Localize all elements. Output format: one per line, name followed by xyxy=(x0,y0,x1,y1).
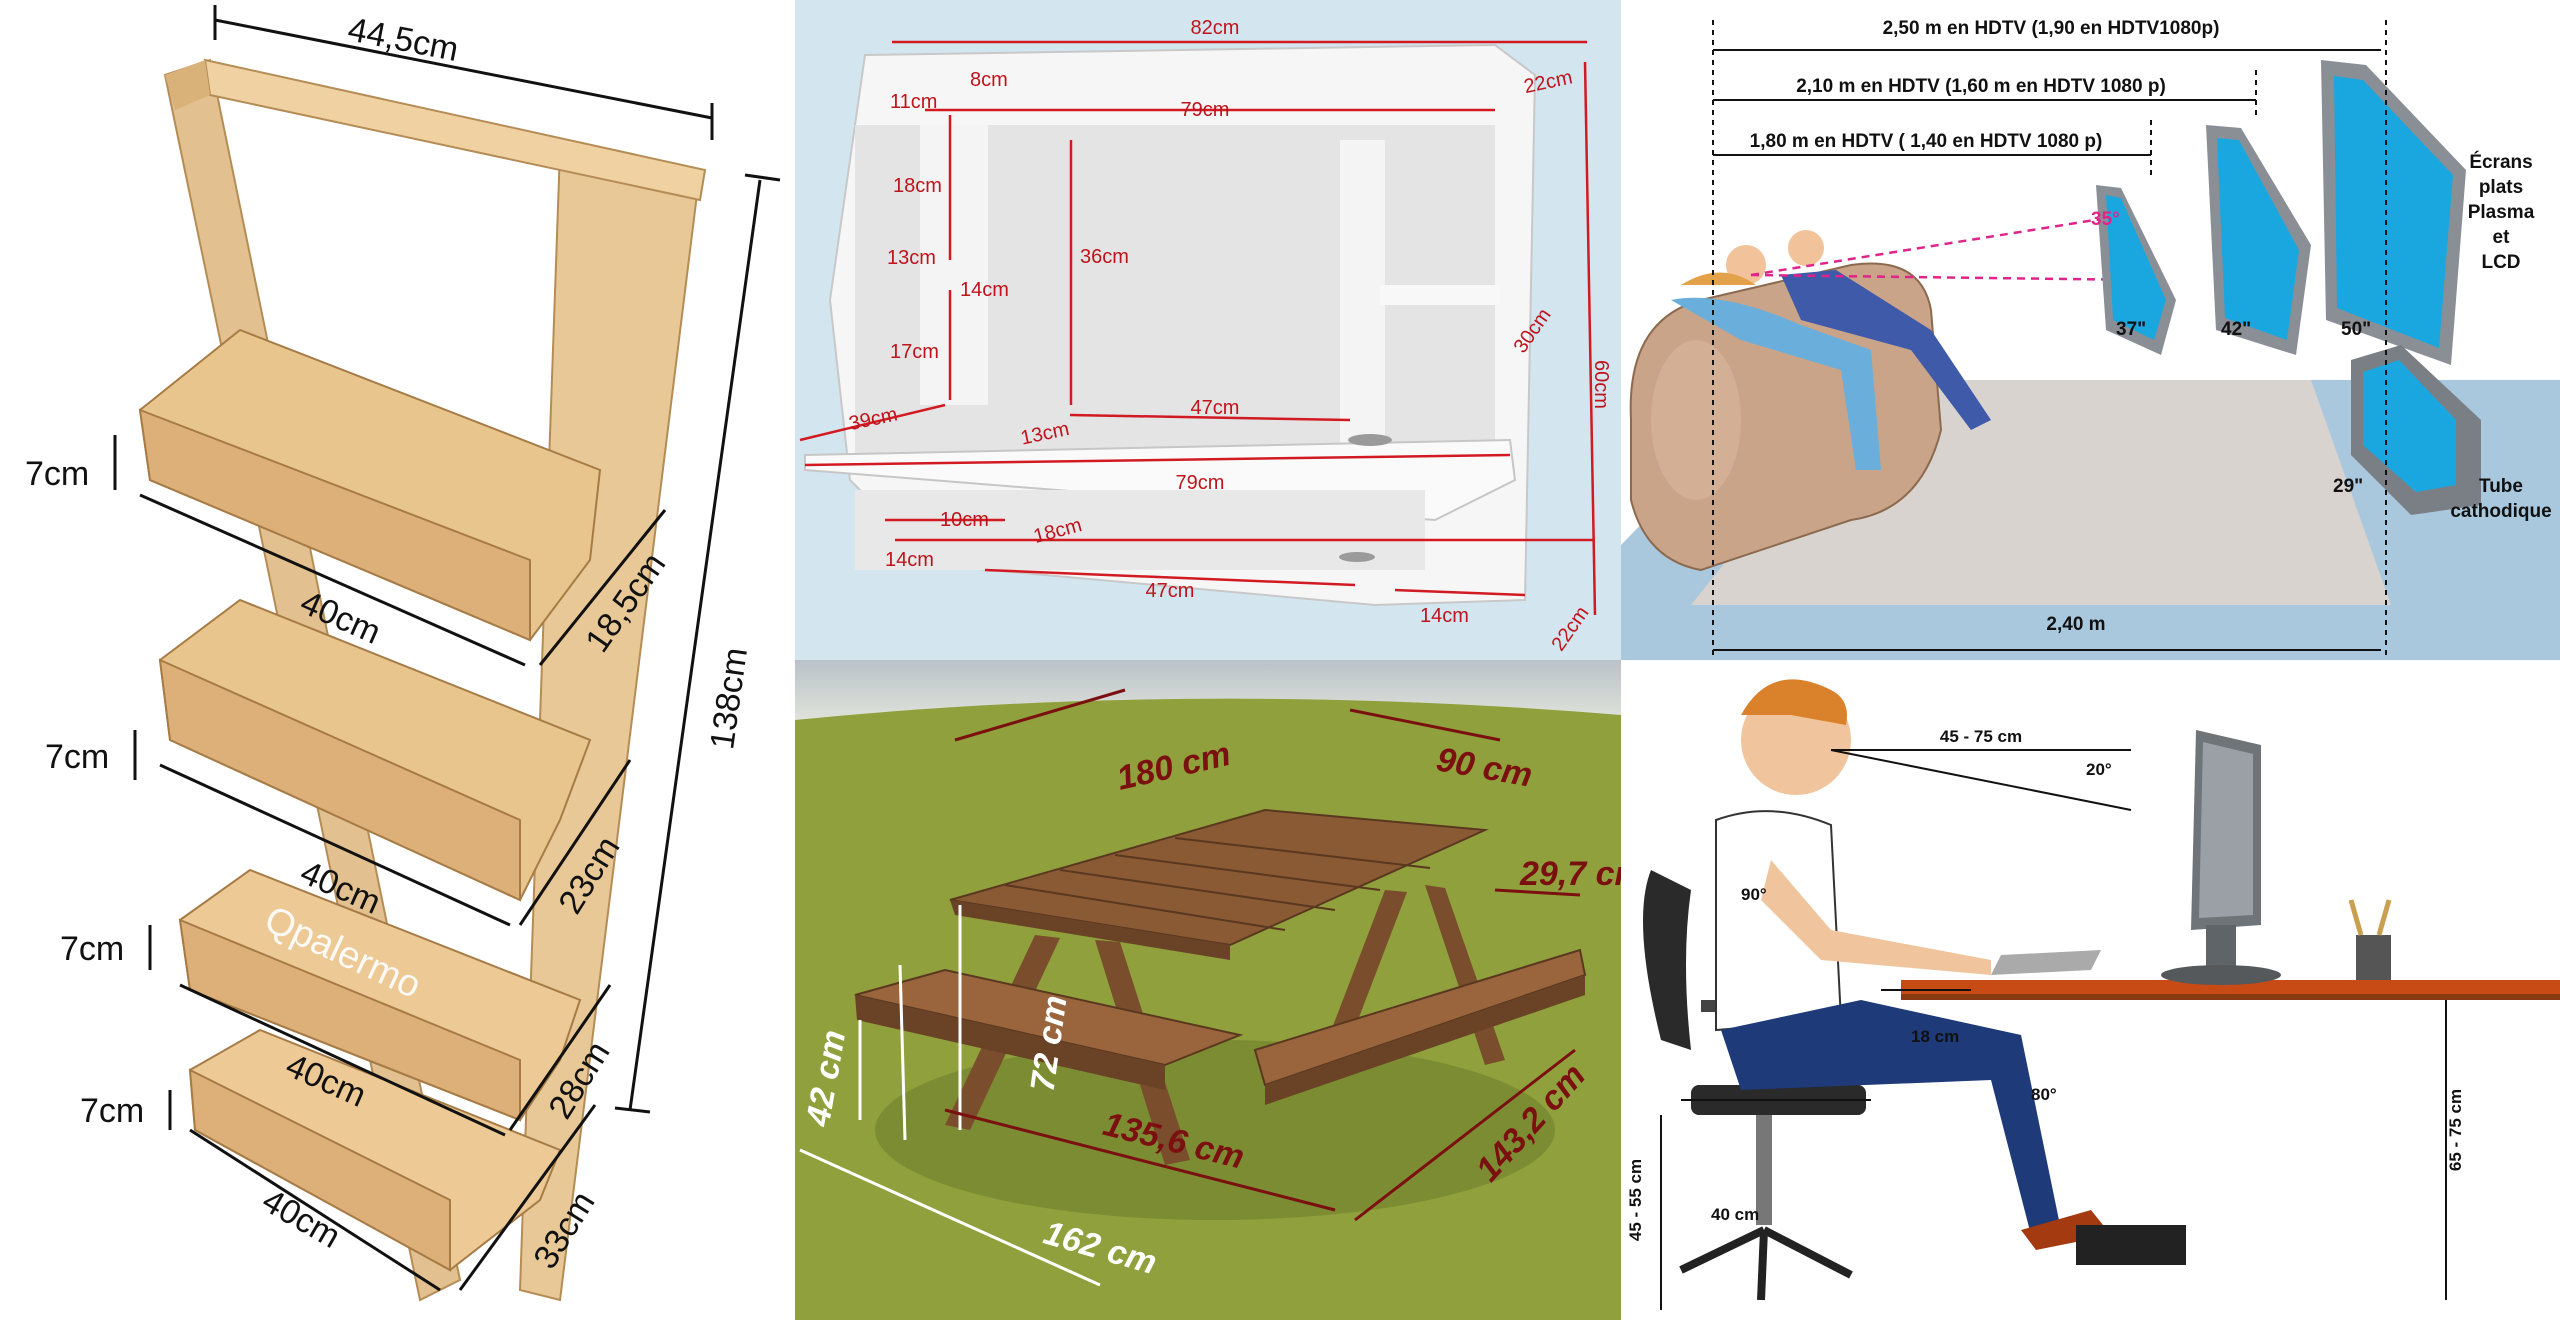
desk-total-width: 82cm xyxy=(1191,17,1240,39)
ergonomic-posture-drawing: 45 - 75 cm 20° 90° 80° 18 cm 45 - 55 cm … xyxy=(1626,679,2560,1310)
thigh-clearance: 18 cm xyxy=(1911,1027,1959,1046)
desk-small-shelf: 13cm xyxy=(887,247,936,269)
svg-text:Écrans: Écrans xyxy=(2469,151,2532,173)
svg-text:LCD: LCD xyxy=(2481,252,2520,273)
viewing-angle: 35° xyxy=(2091,209,2120,230)
elbow-angle: 90° xyxy=(1741,885,1767,904)
wall-desk-drawing: 82cm 22cm 8cm 11cm 79cm 18cm 13cm 14cm 3… xyxy=(795,0,1621,660)
desk-total-height: 60cm xyxy=(1590,360,1612,409)
desk-center-h: 36cm xyxy=(1080,246,1129,268)
ladder-shelf-panel: 44,5cm 138cm 7cm 7cm 7cm 7cm 40cm 40cm 4… xyxy=(0,0,795,1320)
tier-height-label-2: 7cm xyxy=(45,738,109,776)
picnic-table-drawing: 180 cm 90 cm 29,7 cm 42 cm 72 cm 135,6 c… xyxy=(795,660,1621,1320)
size-37: 37" xyxy=(2116,319,2146,340)
desk-desk-w: 79cm xyxy=(1176,472,1225,494)
tier-height-label-3: 7cm xyxy=(60,930,124,968)
crate-2 xyxy=(158,598,592,902)
tv-distance-panel: 2,50 m en HDTV (1,90 en HDTV1080p) 2,10 … xyxy=(1621,0,2560,660)
crate-4 xyxy=(188,1028,562,1272)
crt-label: Tube cathodique xyxy=(2450,476,2551,522)
svg-text:et: et xyxy=(2493,227,2511,248)
tv-42 xyxy=(2206,125,2311,355)
size-50: 50" xyxy=(2341,319,2371,340)
desk-under-left: 14cm xyxy=(885,549,934,571)
desk-under-h: 10cm xyxy=(940,509,989,531)
desk-shelf-h2: 17cm xyxy=(890,341,939,363)
desk-center-w: 47cm xyxy=(1191,397,1240,419)
tv-distance-drawing: 2,50 m en HDTV (1,90 en HDTV1080p) 2,10 … xyxy=(1621,18,2560,660)
seated-person xyxy=(1715,679,2186,1265)
ladder-shelf-drawing: 44,5cm 138cm 7cm 7cm 7cm 7cm 40cm 40cm 4… xyxy=(25,5,781,1302)
room-width: 2,40 m xyxy=(2046,614,2105,635)
svg-text:cathodique: cathodique xyxy=(2450,501,2551,522)
desk-inner-width: 79cm xyxy=(1181,99,1230,121)
distance-37: 1,80 m en HDTV ( 1,40 en HDTV 1080 p) xyxy=(1750,131,2103,152)
desk-top-gap: 8cm xyxy=(970,69,1008,91)
viewing-distance: 45 - 75 cm xyxy=(1940,727,2022,746)
svg-text:plats: plats xyxy=(2479,177,2523,198)
distance-42: 2,10 m en HDTV (1,60 m en HDTV 1080 p) xyxy=(1796,76,2166,97)
crate-1 xyxy=(138,328,602,642)
monitor xyxy=(2161,730,2281,985)
desk-small-shelf-w: 14cm xyxy=(960,279,1009,301)
desk-under-center: 47cm xyxy=(1146,580,1195,602)
svg-text:Plasma: Plasma xyxy=(2468,202,2535,223)
shelf-height-label: 138cm xyxy=(703,645,755,751)
ergonomic-posture-panel: 45 - 75 cm 20° 90° 80° 18 cm 45 - 55 cm … xyxy=(1621,660,2560,1320)
viewing-angle: 20° xyxy=(2086,760,2112,779)
desk-left-top: 11cm xyxy=(890,91,937,113)
tier-height-label-1: 7cm xyxy=(25,455,89,493)
distance-50: 2,50 m en HDTV (1,90 en HDTV1080p) xyxy=(1883,18,2220,39)
sofa xyxy=(1629,262,1943,572)
bench-gap: 29,7 cm xyxy=(1519,855,1621,893)
svg-text:Tube: Tube xyxy=(2479,476,2523,497)
tier-height-label-4: 7cm xyxy=(80,1092,144,1130)
tv-37 xyxy=(2096,185,2176,355)
table xyxy=(854,808,1587,1165)
flat-screen-label: Écrans plats Plasma et LCD xyxy=(2468,151,2535,273)
knee-angle: 80° xyxy=(2031,1085,2057,1104)
seat-height-range: 45 - 55 cm xyxy=(1626,1159,1645,1241)
viewers xyxy=(1671,230,1991,470)
desk-height-range: 65 - 75 cm xyxy=(2446,1089,2465,1171)
desk-under-right: 14cm xyxy=(1420,605,1469,627)
picnic-table-panel: 180 cm 90 cm 29,7 cm 42 cm 72 cm 135,6 c… xyxy=(795,660,1621,1320)
tv-50 xyxy=(2321,60,2466,365)
desk-shelf-h1: 18cm xyxy=(893,175,942,197)
size-42: 42" xyxy=(2221,319,2251,340)
wall-desk-panel: 82cm 22cm 8cm 11cm 79cm 18cm 13cm 14cm 3… xyxy=(795,0,1621,660)
seat-depth: 40 cm xyxy=(1711,1205,1759,1224)
size-29: 29" xyxy=(2333,476,2363,497)
shelf-width-label: 44,5cm xyxy=(345,10,462,69)
